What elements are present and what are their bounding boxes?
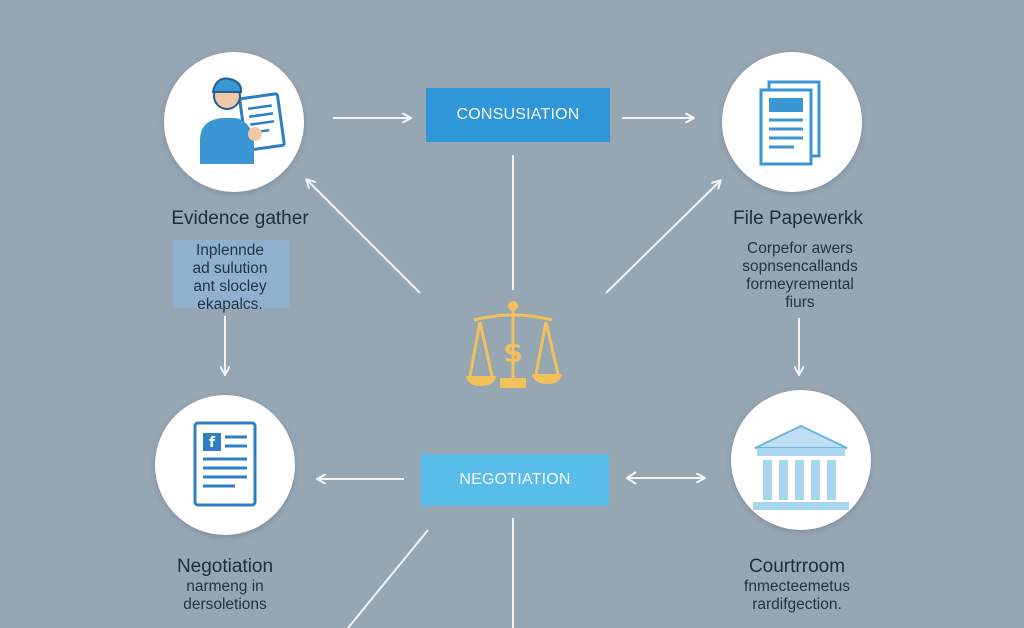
evidence-desc: Inplennde ad sulution ant slocley ekapal… — [160, 242, 300, 314]
document-icon: f — [193, 421, 257, 507]
svg-text:f: f — [209, 435, 216, 451]
negotiation-desc: narmeng in dersoletions — [135, 578, 315, 614]
courtroom-desc-line: rardifgection. — [752, 596, 842, 613]
evidence-desc-highlight — [173, 240, 289, 308]
arrowhead-negotiation-back — [625, 471, 637, 485]
paperwork-desc-line: formeyremental — [746, 276, 854, 293]
dollar-sign: $ — [503, 336, 522, 369]
courtroom-title: Courtrroom — [748, 556, 846, 577]
paperwork-title: File Papewerkk — [733, 208, 863, 229]
courtroom-node[interactable] — [731, 390, 871, 530]
evidence-desc-line: ekapalcs. — [197, 296, 263, 313]
negotiation-desc-line: dersoletions — [183, 596, 267, 613]
paperwork-node[interactable] — [722, 52, 862, 192]
courthouse-icon — [753, 424, 849, 510]
scale-icon: $ — [466, 301, 562, 388]
consultation-box[interactable]: CONSUSIATION — [426, 88, 610, 142]
paperwork-desc-line: Corpefor awers — [747, 240, 853, 257]
negotiation-node[interactable]: f — [155, 395, 295, 535]
courtroom-desc-line: fnmecteemetus — [744, 578, 850, 595]
negotiation-desc-line: narmeng in — [186, 578, 264, 595]
evidence-desc-line: ad sulution — [192, 260, 268, 277]
evidence-desc-line: Inplennde — [195, 242, 265, 259]
page-title-fragment — [440, 0, 620, 8]
negotiation-box[interactable]: NEGOTIATION — [421, 454, 609, 506]
paperwork-desc-line: sopnsencallands — [742, 258, 858, 275]
arrow-center-to-paperwork — [605, 181, 720, 294]
evidence-title: Evidence gather — [171, 208, 309, 229]
line-negotiation-diagonal — [347, 529, 429, 628]
arrow-center-to-evidence — [307, 180, 421, 294]
negotiation-title: Negotiation — [176, 556, 274, 577]
evidence-node[interactable] — [164, 52, 304, 192]
paperwork-desc: Corpefor awers sopnsencallands formeyrem… — [715, 240, 885, 312]
evidence-desc-line: ant slocley — [193, 278, 267, 295]
paperwork-desc-line: fiurs — [785, 294, 815, 311]
courtroom-desc: fnmecteemetus rardifgection. — [707, 578, 887, 614]
documents-icon — [759, 80, 821, 166]
person-document-icon — [200, 77, 286, 164]
